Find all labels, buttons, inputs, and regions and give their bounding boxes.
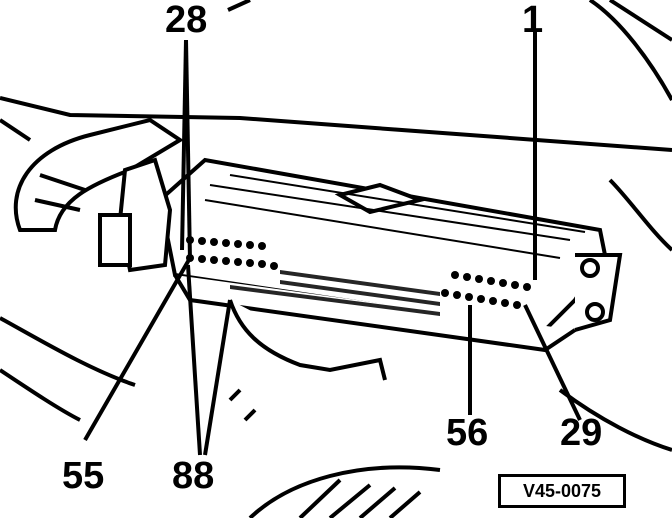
background-lines: [0, 0, 672, 452]
callout-1: 1: [522, 0, 543, 41]
reference-code-label: V45-0075: [498, 474, 626, 508]
pin-grid-middle: [230, 270, 440, 316]
leader-88-a: [186, 264, 202, 456]
leader-55: [83, 257, 192, 441]
leader-lines: [83, 30, 582, 456]
connector-body: [98, 157, 623, 381]
callout-29: 29: [560, 412, 602, 454]
callout-55: 55: [62, 455, 104, 497]
leader-29: [523, 304, 582, 421]
callout-28: 28: [165, 0, 207, 41]
leader-88-b: [203, 299, 232, 456]
callout-88: 88: [172, 455, 214, 497]
lower-housing: [228, 388, 441, 518]
callout-56: 56: [446, 412, 488, 454]
cable-loom: [13, 117, 184, 232]
leader-28-b: [184, 39, 192, 261]
